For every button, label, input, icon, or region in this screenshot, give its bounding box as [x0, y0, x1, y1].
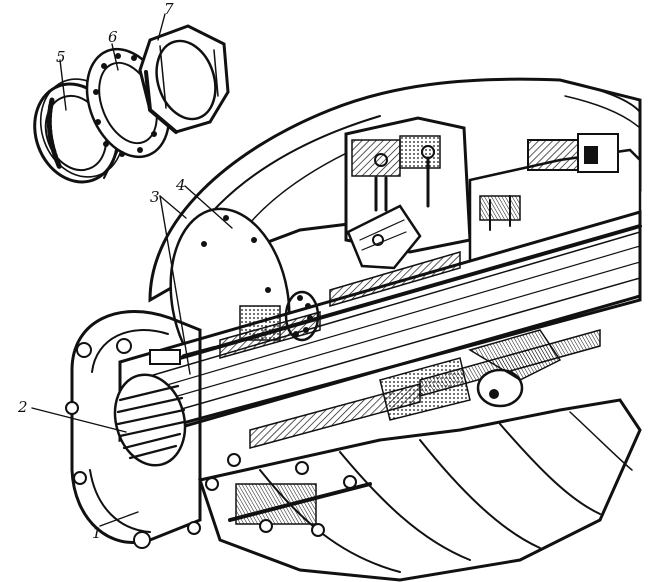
lower-mechanism [379, 329, 562, 421]
callout-7: 7 [164, 0, 174, 18]
part-7-hex-nut [138, 24, 230, 134]
callout-5: 5 [56, 48, 66, 66]
callout-2: 2 [17, 398, 28, 416]
callout-4: 4 [175, 176, 186, 194]
pendulum-weight [346, 204, 422, 270]
callout-6: 6 [108, 28, 118, 46]
bearing-assembly [239, 290, 320, 342]
lower-shroud [198, 398, 642, 582]
leader-lines [31, 13, 233, 527]
callout-1: 1 [92, 524, 102, 542]
front-bell-housing [65, 310, 241, 549]
callout-3: 3 [150, 188, 160, 206]
